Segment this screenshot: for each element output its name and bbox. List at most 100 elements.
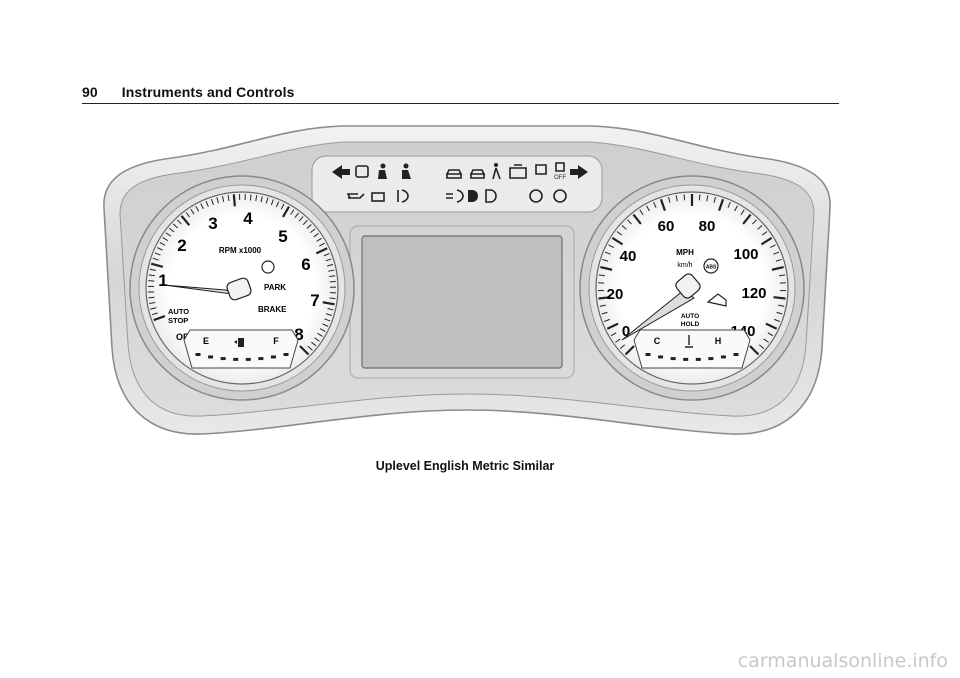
tick-mark [294, 212, 299, 219]
tick-mark [776, 311, 783, 315]
tick-mark [270, 199, 274, 206]
tick-mark [324, 318, 331, 322]
tick-mark [706, 195, 709, 202]
pedestrian-body-icon [492, 167, 501, 180]
speed-tick-label-0: 0 [622, 323, 630, 340]
tick-mark [773, 251, 780, 255]
tick-mark [150, 307, 157, 310]
fuel-pump-icon [234, 338, 244, 347]
telltale-off-label: OFF [554, 175, 566, 181]
tick-mark [302, 220, 308, 226]
speed-tick-label-80: 80 [699, 218, 716, 235]
level-segment [670, 357, 676, 361]
turn-right-arrow-icon [570, 165, 588, 179]
seatbelt-icon [380, 163, 386, 169]
page-header: 90 Instruments and Controls [82, 84, 295, 100]
tick-mark [310, 228, 316, 234]
tick-mark [169, 227, 175, 233]
auto-beam-icon [485, 189, 497, 203]
tick-mark [734, 205, 738, 212]
tick-mark [601, 311, 608, 315]
tick-mark [299, 345, 310, 356]
temp-hot-label: H [715, 336, 722, 346]
tick-mark [313, 233, 319, 238]
temp-subgauge-frame [633, 329, 751, 369]
tick-mark [148, 274, 155, 277]
hill-descent-icon [706, 293, 727, 307]
telltale-panel [311, 155, 603, 213]
tick-mark [327, 263, 334, 267]
tick-mark [621, 224, 627, 230]
level-segment [208, 355, 214, 359]
speedometer-hub [675, 273, 701, 299]
level-segment [733, 353, 739, 356]
kmh-label: km/h [677, 262, 692, 269]
tick-mark [200, 203, 204, 210]
tick-mark [606, 322, 619, 330]
fog-lamp-icon [397, 189, 409, 203]
tick-mark [604, 251, 611, 255]
tick-mark [329, 297, 336, 300]
watermark: carmanualsonline.info [737, 650, 948, 672]
figure-caption: Uplevel English Metric Similar [375, 459, 555, 473]
tick-mark [152, 257, 159, 261]
tick-mark [315, 247, 328, 255]
section-title: Instruments and Controls [121, 84, 295, 100]
tick-mark [317, 332, 323, 337]
tick-mark [329, 275, 336, 278]
level-segment [695, 357, 701, 361]
tick-mark [765, 322, 778, 330]
tick-mark [598, 296, 611, 300]
fuel-subgauge-frame [183, 329, 299, 369]
airbag-icon [403, 163, 409, 169]
speedometer-tick-marks [598, 194, 786, 356]
tick-mark [779, 274, 786, 277]
tick-mark [151, 312, 158, 316]
door-ajar-icon [355, 165, 369, 178]
level-segment [233, 357, 239, 361]
tick-mark [323, 253, 330, 257]
tach-tick-label-4: 4 [243, 209, 253, 228]
auto-hold-label-line-2: HOLD [681, 321, 700, 328]
tick-mark [632, 213, 642, 225]
tick-mark [760, 237, 773, 246]
tick-mark [778, 304, 785, 307]
tick-mark [221, 195, 225, 203]
tick-mark [752, 219, 757, 225]
tick-mark [322, 301, 335, 306]
tick-mark [255, 195, 258, 202]
tick-mark [713, 196, 716, 203]
tick-mark [762, 231, 768, 236]
lane-keep-off-icon [555, 162, 565, 172]
level-segment [683, 357, 689, 361]
oil-pressure-icon [346, 193, 365, 199]
abs-label: ABS [706, 265, 717, 271]
auto-hold-label-line-1: AUTO [681, 313, 699, 320]
tick-mark [771, 266, 784, 271]
speed-tick-label-40: 40 [620, 248, 637, 265]
level-segment [658, 355, 664, 359]
traction-car-icon [469, 169, 486, 179]
fuel-full-label: F [273, 336, 279, 346]
tick-mark [659, 198, 666, 211]
tick-mark [180, 215, 191, 226]
tach-tick-label-2: 2 [177, 236, 186, 255]
tick-mark [749, 345, 760, 356]
tick-mark [616, 231, 622, 236]
tick-mark [767, 332, 774, 337]
speed-tick-label-120: 120 [741, 285, 766, 302]
tachometer-hub [226, 277, 252, 301]
park-brake-icon [261, 260, 275, 274]
tick-mark [311, 341, 317, 347]
tick-mark [619, 344, 626, 350]
tick-mark [195, 205, 200, 212]
tick-mark [210, 198, 214, 205]
tick-mark [306, 224, 312, 229]
tick-mark [149, 268, 156, 271]
level-segment [645, 353, 651, 356]
rear-fog-icon [446, 189, 464, 203]
tick-mark [216, 197, 219, 204]
tick-mark [159, 241, 166, 246]
tick-mark [610, 332, 617, 337]
tick-mark [611, 237, 624, 246]
